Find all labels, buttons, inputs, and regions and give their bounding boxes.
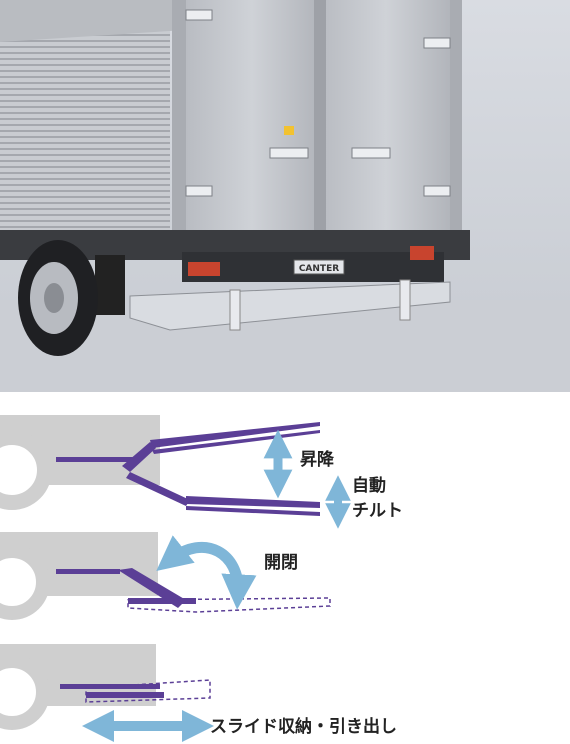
- platform-lowered: [186, 496, 320, 508]
- warning-sticker: [284, 126, 294, 135]
- slide-diagram: スライド収納・引き出し: [0, 644, 397, 743]
- tail-light-left: [188, 262, 220, 276]
- label-auto: 自動: [352, 475, 386, 496]
- label-open-close: 開閉: [264, 553, 298, 573]
- hinge: [185, 9, 213, 21]
- platform-open-outline: [127, 597, 331, 613]
- left-rear-door: [186, 0, 318, 240]
- right-rear-door: [322, 0, 450, 240]
- truck-rear-photo: CANTER: [0, 0, 570, 392]
- platform-raised: [150, 422, 320, 448]
- label-raise-lower: 昇降: [300, 449, 335, 470]
- side-panel: [0, 30, 170, 240]
- lift-diagram: 昇降 自動 チルト: [0, 415, 403, 529]
- tail-lift-diagrams: 昇降 自動 チルト 開閉: [0, 415, 403, 743]
- label-slide-stow: スライド収納・引き出し: [210, 716, 397, 737]
- open-close-arrow: [156, 535, 257, 610]
- platform-stowed: [86, 692, 164, 698]
- tail-light-right: [410, 246, 434, 260]
- brand-plate: CANTER: [299, 264, 339, 274]
- lift-platform: [129, 281, 451, 331]
- platform-slide-outline: [85, 679, 211, 703]
- label-tilt: チルト: [352, 501, 403, 521]
- fold-diagram: 開閉: [0, 532, 331, 620]
- door-handle: [269, 147, 309, 159]
- chassis-rail: [56, 457, 134, 462]
- lift-arm: [122, 442, 156, 472]
